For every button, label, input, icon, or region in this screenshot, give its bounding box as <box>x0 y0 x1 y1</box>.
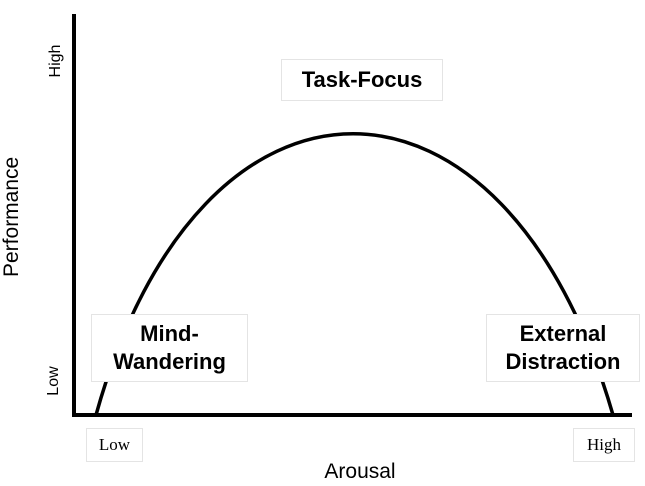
mind-wandering-line1: Mind- <box>140 321 199 346</box>
mind-wandering-label: Mind- Wandering <box>91 314 248 382</box>
x-tick-low: Low <box>86 428 143 462</box>
y-tick-high: High <box>47 44 64 78</box>
external-distraction-line2: Distraction <box>505 349 621 374</box>
task-focus-label: Task-Focus <box>281 59 443 101</box>
x-tick-low-text: Low <box>98 435 131 454</box>
task-focus-text: Task-Focus <box>301 67 423 92</box>
inverted-u-curve <box>94 132 615 416</box>
external-distraction-label: External Distraction <box>486 314 640 382</box>
external-distraction-line1: External <box>519 321 607 346</box>
y-tick-low: Low <box>45 366 62 396</box>
y-axis-title: Performance <box>0 156 23 277</box>
mind-wandering-line2: Wandering <box>113 349 226 374</box>
x-tick-high: High <box>573 428 635 462</box>
x-axis-title: Arousal <box>324 460 396 483</box>
x-tick-high-text: High <box>587 435 621 454</box>
